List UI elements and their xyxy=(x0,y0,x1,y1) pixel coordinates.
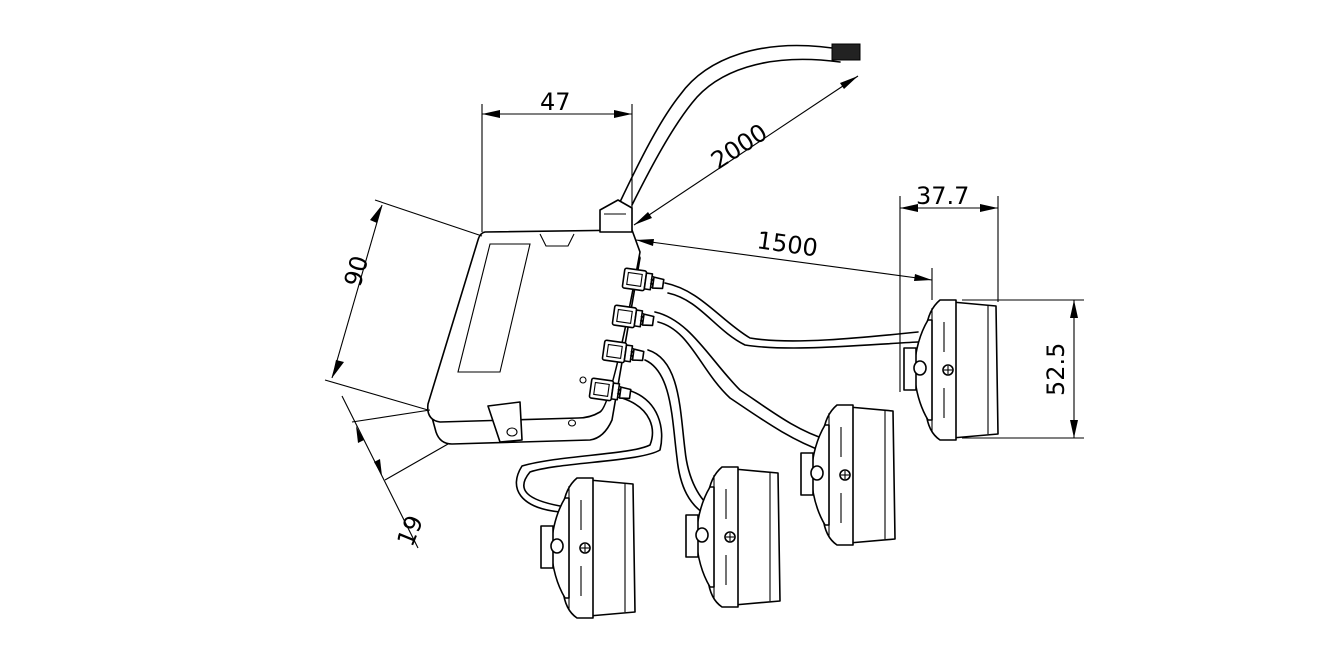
sensor-cables xyxy=(515,282,919,516)
main-cable xyxy=(619,43,861,206)
dimension-cable-main: 2000 xyxy=(633,75,859,226)
dimension-box-width: 47 xyxy=(481,88,633,232)
sensor-width-label: 37.7 xyxy=(916,182,969,210)
dimension-cable-branch: 1500 xyxy=(635,226,933,300)
box-height-label: 90 xyxy=(339,253,374,290)
sensor-2 xyxy=(800,404,896,546)
box-depth-label: 19 xyxy=(392,511,429,550)
sensor-1 xyxy=(903,299,999,441)
cable-end xyxy=(831,43,861,61)
dimension-sensor-height: 52.5 xyxy=(962,299,1084,439)
sensor-4 xyxy=(540,477,636,619)
cable-main-label: 2000 xyxy=(706,118,772,175)
dimension-box-height: 90 xyxy=(324,199,483,411)
box-width-label: 47 xyxy=(540,88,571,116)
sensor-height-label: 52.5 xyxy=(1042,343,1070,396)
dimension-sensor-width: 37.7 xyxy=(899,182,999,392)
junction-box xyxy=(426,199,641,445)
sensor-3 xyxy=(685,466,781,608)
